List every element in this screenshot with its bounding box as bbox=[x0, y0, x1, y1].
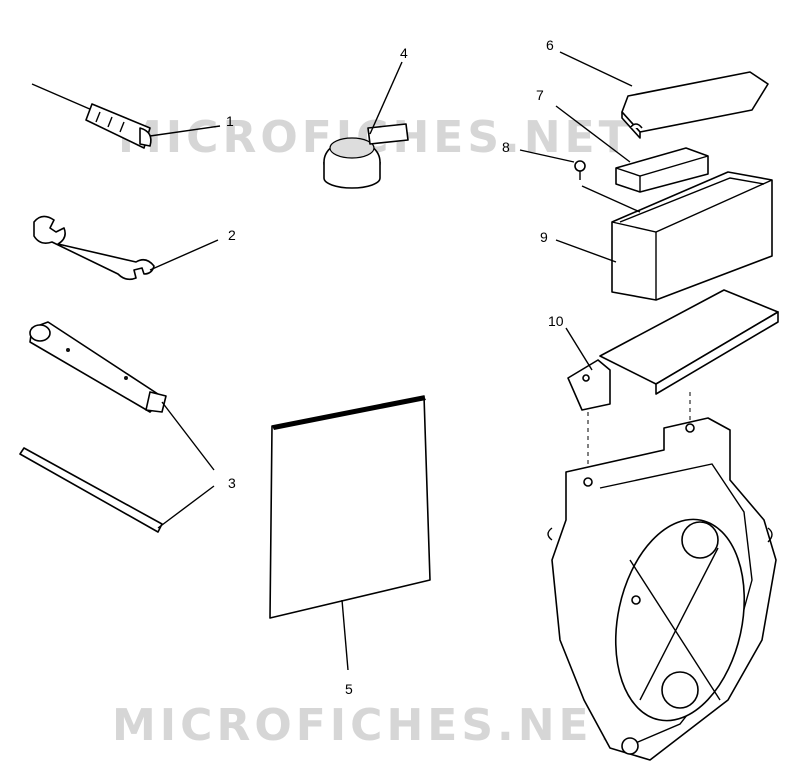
callout-4: 4 bbox=[400, 45, 408, 61]
owners-manual-part bbox=[269, 395, 431, 619]
leader-6 bbox=[559, 51, 633, 87]
leader-1 bbox=[149, 125, 221, 137]
leader-8b bbox=[581, 185, 641, 213]
callout-7: 7 bbox=[536, 87, 544, 103]
callout-2: 2 bbox=[228, 227, 236, 243]
callout-9: 9 bbox=[540, 229, 548, 245]
mounting-bracket-part bbox=[567, 289, 779, 411]
callout-1: 1 bbox=[226, 113, 234, 129]
callout-3: 3 bbox=[228, 475, 236, 491]
leader-7 bbox=[555, 105, 631, 163]
callout-8: 8 bbox=[502, 139, 510, 155]
callout-5: 5 bbox=[345, 681, 353, 697]
leader-3a bbox=[161, 401, 215, 471]
tape-roll-part bbox=[323, 123, 409, 189]
leader-4 bbox=[369, 61, 403, 135]
socket-wrench-part bbox=[29, 321, 167, 413]
leader-2 bbox=[149, 239, 219, 271]
tommy-bar-part bbox=[19, 447, 163, 533]
leader-3b bbox=[157, 485, 215, 529]
tool-box-part bbox=[611, 171, 773, 301]
leader-10 bbox=[565, 327, 593, 371]
box-cover-part bbox=[621, 71, 769, 139]
foam-pad-part bbox=[615, 147, 709, 193]
watermark-bottom: MICROFICHES.NET bbox=[112, 700, 627, 751]
callout-6: 6 bbox=[546, 37, 554, 53]
wrench-part bbox=[33, 215, 155, 281]
leader-5 bbox=[341, 599, 349, 671]
screwdriver-part bbox=[31, 83, 152, 149]
screw-part bbox=[574, 160, 586, 180]
callout-10: 10 bbox=[548, 313, 564, 329]
leader-8 bbox=[519, 149, 575, 163]
leader-9 bbox=[555, 239, 617, 263]
recoil-housing-part bbox=[547, 417, 777, 761]
